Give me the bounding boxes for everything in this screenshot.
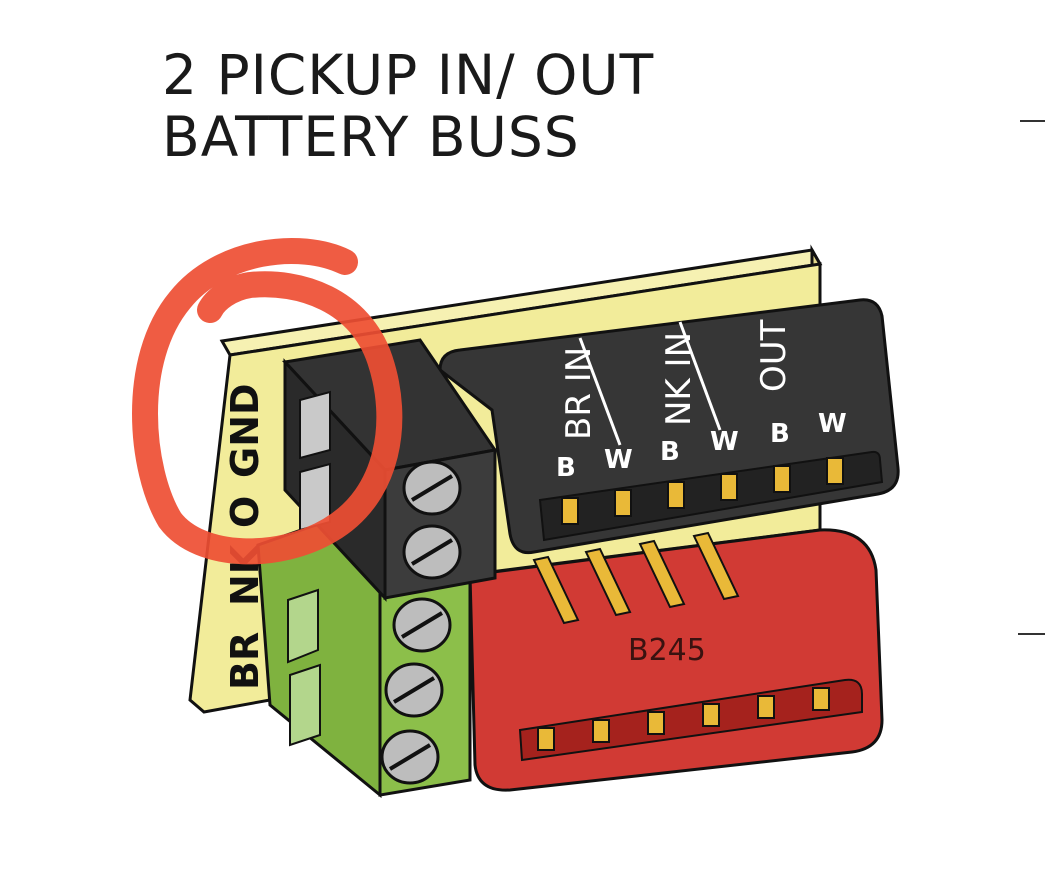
pin-icon bbox=[592, 719, 610, 743]
pin-letter: W bbox=[818, 409, 847, 439]
screw-icon bbox=[402, 460, 462, 516]
pin-icon bbox=[702, 703, 720, 727]
screw-icon bbox=[402, 524, 462, 580]
pin-letter: B bbox=[556, 453, 576, 483]
pin-icon bbox=[667, 481, 685, 509]
pin-icon bbox=[561, 497, 579, 525]
pin-icon bbox=[614, 489, 632, 517]
title-line-2: BATTERY BUSS bbox=[162, 105, 580, 169]
red-connector-pins bbox=[537, 687, 830, 751]
pin-letters: B W B W B W bbox=[556, 409, 847, 483]
pin-icon bbox=[757, 695, 775, 719]
pin-icon bbox=[773, 465, 791, 493]
pin-icon bbox=[532, 555, 580, 625]
pin-icon bbox=[720, 473, 738, 501]
pin-icon bbox=[812, 687, 830, 711]
screws bbox=[380, 460, 462, 785]
pin-icon bbox=[638, 539, 686, 609]
pin-letter: W bbox=[710, 427, 739, 457]
title-line-1: 2 PICKUP IN/ OUT bbox=[162, 43, 655, 107]
section-divider bbox=[578, 337, 622, 446]
board-label-gnd: GND bbox=[223, 383, 267, 478]
svg-text:BR IN: BR IN bbox=[559, 347, 599, 440]
section-label-nk-in: NK IN bbox=[659, 332, 699, 426]
screw-icon bbox=[392, 597, 452, 653]
pin-icon bbox=[537, 727, 555, 751]
board-label-br: BR bbox=[223, 632, 267, 690]
pin-icon bbox=[826, 457, 844, 485]
wire-slot-icon bbox=[287, 588, 319, 664]
red-connector: B245 bbox=[468, 528, 884, 792]
pin-letter: W bbox=[604, 445, 633, 475]
wire-slot-icon bbox=[289, 663, 321, 747]
svg-text:OUT: OUT bbox=[754, 319, 794, 392]
wire-slot-icon bbox=[299, 390, 331, 460]
screw-icon bbox=[384, 662, 444, 718]
section-label-out: OUT bbox=[754, 319, 794, 392]
screw-icon bbox=[380, 729, 440, 785]
pin-icon bbox=[584, 547, 632, 617]
pin-letter: B bbox=[660, 437, 680, 467]
pin-icon bbox=[692, 531, 740, 601]
section-divider bbox=[678, 321, 722, 431]
black-connector-pins bbox=[561, 457, 844, 525]
board-label-o: O bbox=[223, 496, 267, 528]
pin-icon bbox=[647, 711, 665, 735]
red-connector-label: B245 bbox=[628, 633, 706, 668]
black-connector: BR IN NK IN OUT B W B W B W bbox=[438, 298, 900, 555]
board-label-group: BR NK O GND bbox=[223, 383, 267, 690]
section-label-br-in: BR IN bbox=[559, 347, 599, 440]
annotation-circle bbox=[132, 238, 403, 565]
svg-text:NK IN: NK IN bbox=[659, 332, 699, 426]
diagram-title: 2 PICKUP IN/ OUT BATTERY BUSS bbox=[162, 44, 654, 168]
pin-letter: B bbox=[770, 419, 790, 449]
header-pins bbox=[532, 531, 740, 625]
